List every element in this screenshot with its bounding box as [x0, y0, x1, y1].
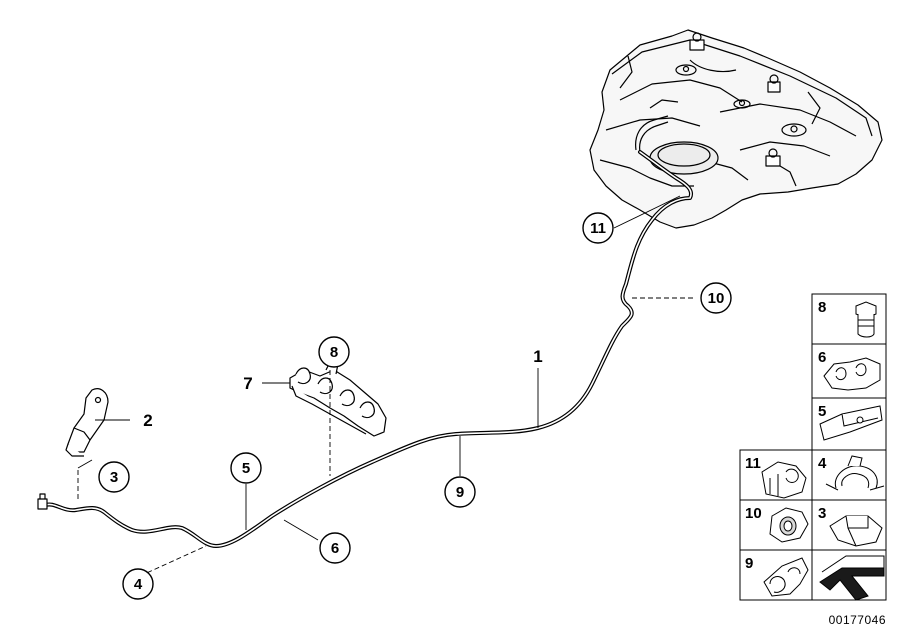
parts-legend: 8 6 5 4	[739, 293, 887, 627]
spring-clip-icon	[819, 405, 883, 441]
fuel-tank	[589, 29, 883, 229]
legend-number: 5	[818, 403, 826, 420]
pipe-holder	[289, 361, 387, 437]
callout-11-label: 11	[590, 220, 606, 237]
callout-6: 6	[319, 532, 351, 564]
legend-cell-5: 5	[811, 397, 887, 451]
callout-4-label: 4	[134, 576, 143, 593]
snap-clip-icon	[829, 515, 883, 547]
legend-number: 3	[818, 505, 826, 522]
callout-9: 9	[444, 476, 476, 508]
callout-5: 5	[230, 452, 262, 484]
double-pipe-clip-icon	[823, 357, 881, 391]
label-2: 2	[143, 411, 152, 430]
pipe-holder-icon	[761, 461, 807, 499]
callout-11: 11	[582, 212, 614, 244]
legend-cell-10: 10	[739, 499, 813, 551]
grommet-clip-icon	[769, 507, 809, 543]
legend-number: 9	[745, 555, 753, 572]
legend-number: 8	[818, 299, 826, 316]
callout-8-label: 8	[330, 344, 338, 361]
callout-8: 8	[318, 336, 350, 368]
wire-clip-icon	[825, 455, 885, 491]
legend-cell-11: 11	[739, 449, 813, 501]
leader-lines	[77, 195, 694, 577]
label-1: 1	[533, 347, 542, 366]
diagram-id: 00177046	[829, 613, 886, 627]
legend-cell-6: 6	[811, 343, 887, 399]
legend-cell-3: 3	[811, 499, 887, 551]
legend-cell-9: 9	[739, 549, 813, 601]
legend-number: 10	[745, 505, 762, 522]
callout-4: 4	[122, 568, 154, 600]
mounting-bracket	[65, 388, 109, 457]
callout-10-label: 10	[708, 290, 725, 307]
fuel-pipe	[37, 150, 693, 548]
legend-number: 4	[818, 455, 827, 472]
callout-6-label: 6	[331, 540, 339, 557]
hex-bolt-icon	[855, 301, 877, 338]
callout-9-label: 9	[456, 484, 464, 501]
label-7: 7	[243, 374, 252, 393]
legend-cell-arrow	[811, 549, 887, 601]
legend-number: 6	[818, 349, 826, 366]
callout-5-label: 5	[242, 460, 250, 477]
legend-number: 11	[745, 455, 761, 472]
legend-cell-8: 8	[811, 293, 887, 345]
callout-3-label: 3	[110, 469, 118, 486]
legend-cell-4: 4	[811, 449, 887, 501]
callout-3: 3	[98, 461, 130, 493]
single-pipe-clip-icon	[763, 557, 809, 597]
direction-arrow-icon	[819, 555, 885, 601]
callout-10: 10	[700, 282, 732, 314]
